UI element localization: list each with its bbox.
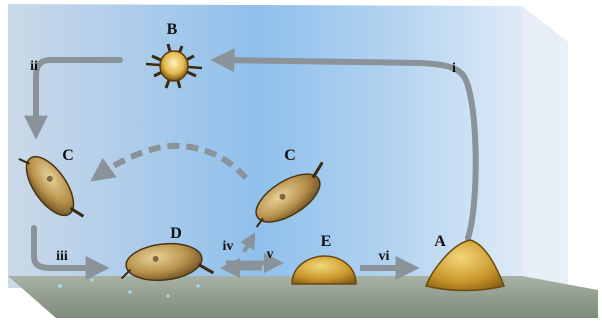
backdrop-side xyxy=(522,6,568,288)
label-arrow-v: v xyxy=(267,247,274,262)
label-b: B xyxy=(167,21,178,38)
label-c-left: C xyxy=(62,147,74,164)
label-e: E xyxy=(321,233,332,250)
label-arrow-iv: iv xyxy=(223,239,234,254)
label-arrow-iii: iii xyxy=(56,249,68,264)
label-a: A xyxy=(434,233,446,250)
label-c-mid: C xyxy=(284,147,296,164)
label-arrow-vi: vi xyxy=(379,249,390,264)
label-arrow-ii: ii xyxy=(30,59,38,74)
label-d: D xyxy=(170,225,182,242)
label-arrow-i: i xyxy=(452,61,456,76)
backdrop-wall xyxy=(8,4,568,288)
